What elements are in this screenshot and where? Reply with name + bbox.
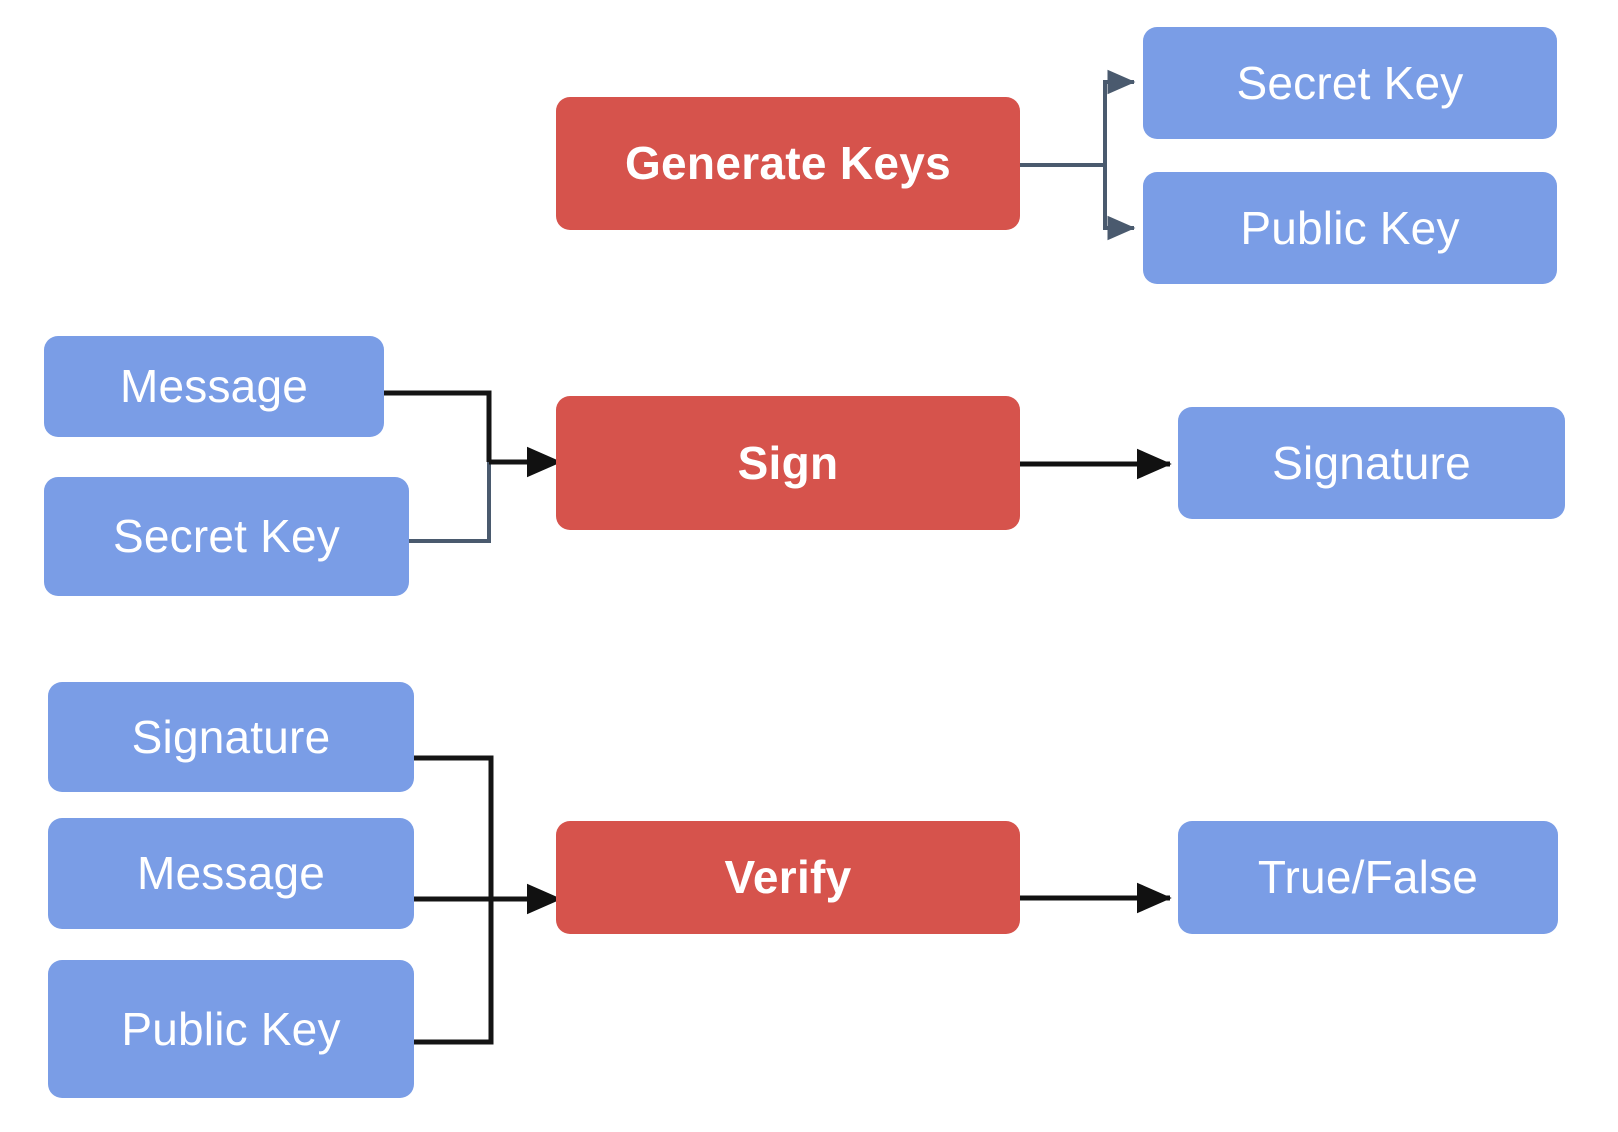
node-label-sign-input-secret-key: Secret Key — [113, 510, 340, 563]
node-label-verify-output-result: True/False — [1257, 851, 1479, 904]
data-node-verify-output-result[interactable]: True/False — [1178, 821, 1558, 934]
connector-generate-keys-to-outputs — [1020, 69, 1136, 241]
data-node-sign-input-secret-key[interactable]: Secret Key — [44, 477, 409, 596]
data-node-sign-input-message[interactable]: Message — [44, 336, 384, 437]
node-label-verify-input-signature: Signature — [131, 710, 331, 763]
connector-verify-inputs — [414, 755, 562, 1045]
node-label-generate-keys: Generate Keys — [624, 137, 952, 190]
node-label-verify-input-public-key: Public Key — [121, 1002, 341, 1055]
node-label-sign-input-message: Message — [119, 360, 309, 413]
data-node-keygen-public-key[interactable]: Public Key — [1143, 172, 1557, 284]
node-label-sign-output-signature: Signature — [1272, 436, 1471, 489]
process-node-sign[interactable]: Sign — [556, 396, 1020, 530]
node-label-verify: Verify — [724, 851, 852, 904]
data-node-verify-input-signature[interactable]: Signature — [48, 682, 414, 792]
node-label-keygen-secret-key: Secret Key — [1236, 56, 1464, 109]
process-node-generate-keys[interactable]: Generate Keys — [556, 97, 1020, 230]
data-node-verify-input-public-key[interactable]: Public Key — [48, 960, 414, 1098]
data-node-keygen-secret-key[interactable]: Secret Key — [1143, 27, 1557, 139]
node-label-sign: Sign — [737, 436, 839, 489]
node-label-keygen-public-key: Public Key — [1240, 201, 1460, 254]
node-label-verify-input-message: Message — [136, 847, 326, 900]
data-node-verify-input-message[interactable]: Message — [48, 818, 414, 929]
connector-sign-inputs — [384, 390, 562, 543]
data-node-sign-output-signature[interactable]: Signature — [1178, 407, 1565, 519]
process-node-verify[interactable]: Verify — [556, 821, 1020, 934]
